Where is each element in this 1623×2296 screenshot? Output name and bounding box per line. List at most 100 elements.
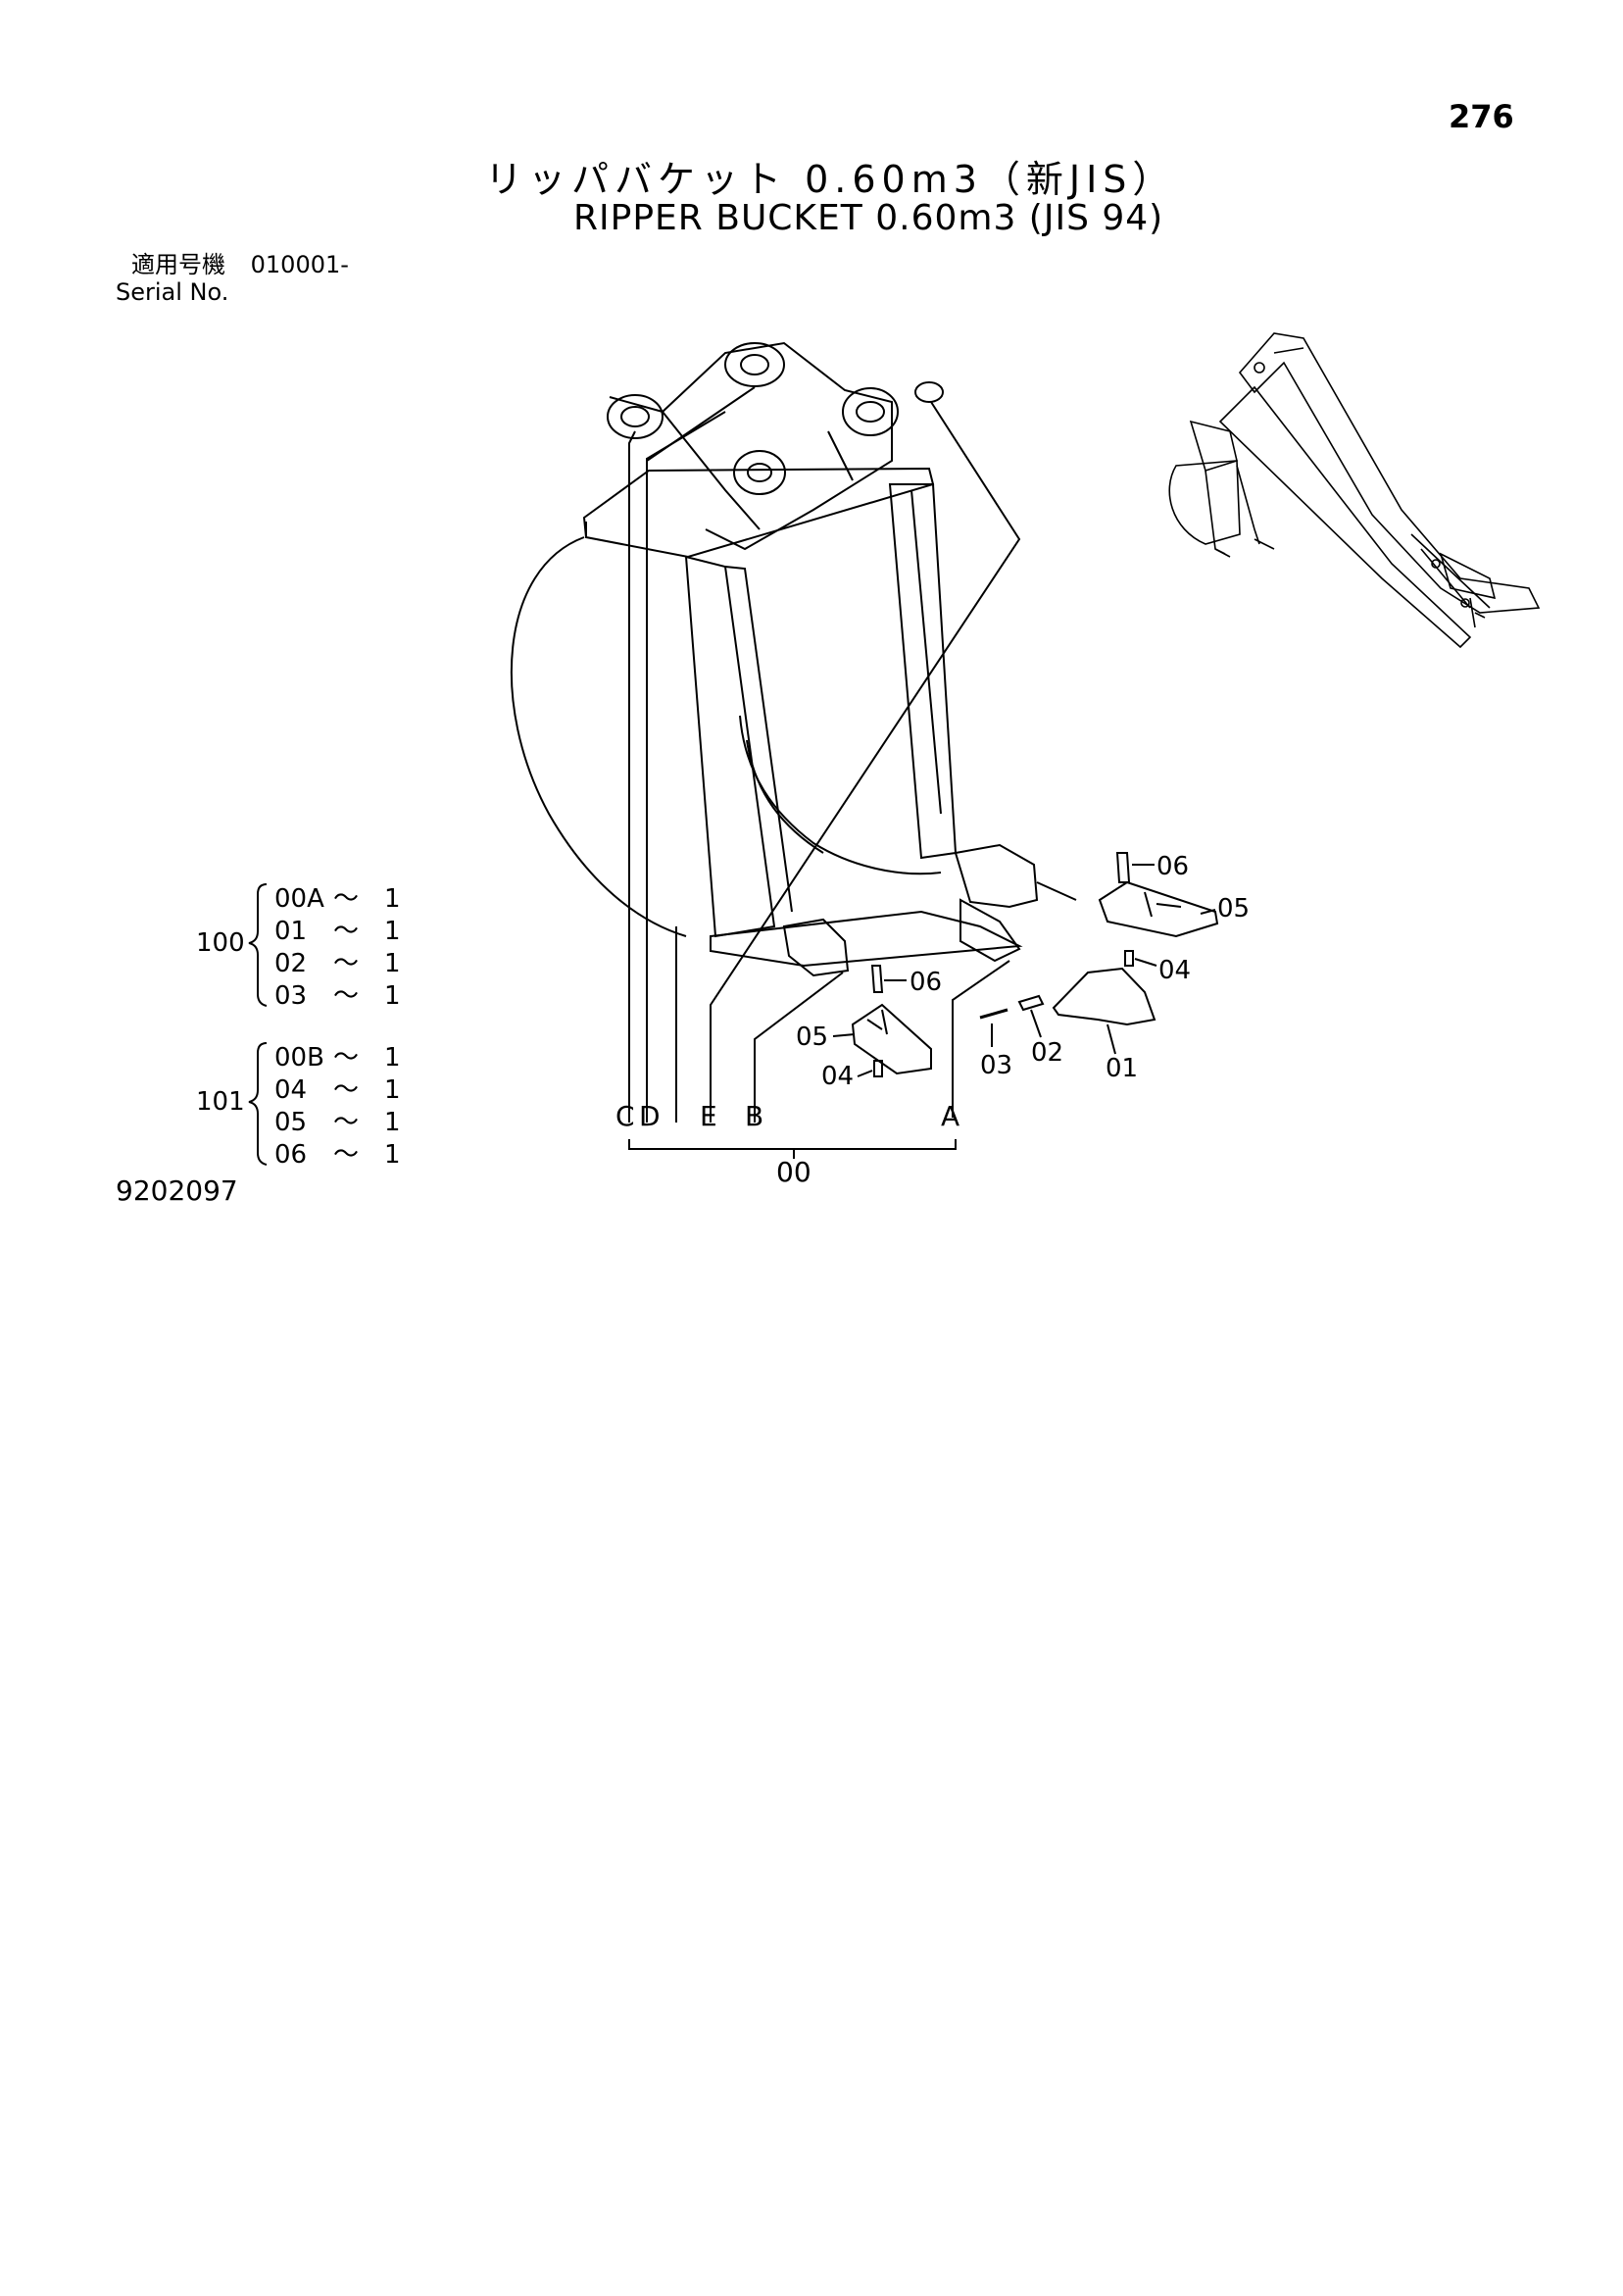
lug-boss-upper-left-inner <box>620 406 650 427</box>
lug-boss-top-inner <box>740 354 769 375</box>
label-05-right: 05 <box>1217 894 1250 923</box>
assembly-101-sym: 〜 <box>333 1075 359 1105</box>
ripper-bucket-drawing <box>510 341 1219 1159</box>
arm-pin-3 <box>1460 598 1470 608</box>
assembly-100-part: 03 <box>274 981 307 1011</box>
excavator-arm-thumbnail <box>1168 332 1541 649</box>
left-shank-side <box>724 566 793 913</box>
right-shank-side <box>910 489 942 815</box>
leader-d-2 <box>646 386 756 462</box>
lug-bracket-2 <box>827 430 854 481</box>
tooth-05-left <box>851 1003 932 1075</box>
arm-boom <box>1238 332 1541 614</box>
pin-06-right <box>1115 852 1131 883</box>
callout-a: A <box>941 1100 959 1132</box>
callout-b: B <box>745 1100 763 1132</box>
bottom-beam <box>710 910 1023 968</box>
bucket-inner-curve-2 <box>746 739 824 854</box>
leader-05-right <box>1200 909 1216 915</box>
pin-02 <box>1017 994 1045 1012</box>
assembly-100-sym: 〜 <box>333 884 359 914</box>
point-01 <box>1052 967 1156 1026</box>
bucket-shell-outline <box>510 536 687 937</box>
label-04-left: 04 <box>821 1062 854 1091</box>
lug-boss-middle <box>733 450 786 495</box>
right-shank <box>888 483 958 860</box>
left-tooth-adapter <box>782 918 850 977</box>
label-01: 01 <box>1106 1054 1138 1083</box>
assembly-101-part: 05 <box>274 1108 307 1137</box>
assembly-list-101: 101 00B 〜 1 04 〜 1 05 〜 1 06 〜 1 <box>196 1043 401 1170</box>
assembly-100-part: 02 <box>274 949 307 978</box>
arm-bucket <box>1168 460 1241 545</box>
leader-04-right <box>1134 958 1157 967</box>
leader-c <box>628 430 636 1123</box>
serial-row: 適用号機 010001- <box>116 251 349 278</box>
assembly-101-sym: 〜 <box>333 1043 359 1073</box>
label-06-left: 06 <box>910 968 942 997</box>
arm-boom-2 <box>1218 385 1472 649</box>
assembly-100-qty: 1 <box>384 981 401 1011</box>
leader-d <box>646 411 726 1123</box>
lug-boss-middle-inner <box>747 463 772 482</box>
assembly-101-part: 06 <box>274 1140 307 1170</box>
leader-02 <box>1030 1009 1042 1038</box>
right-tooth-front <box>959 898 1021 963</box>
leader-04-left <box>857 1070 873 1077</box>
assembly-100-sym: 〜 <box>333 917 359 946</box>
arm-pin-2 <box>1431 559 1441 569</box>
bucket-inner-curve <box>739 715 942 875</box>
lug-boss-right <box>842 387 899 436</box>
serial-label-japanese: 適用号機 <box>131 251 225 278</box>
tooth-05-right <box>1098 880 1219 938</box>
page-title-japanese: リッパバケット 0.60m3（新JIS） <box>485 158 1176 201</box>
serial-block: 適用号機 010001- Serial No. <box>116 251 349 306</box>
callout-d: D <box>639 1100 661 1132</box>
assembly-100-part: 01 <box>274 917 307 946</box>
assembly-101-sym: 〜 <box>333 1108 359 1137</box>
leader-a <box>952 960 1010 1118</box>
arm-cylinder-detail <box>1439 552 1497 600</box>
lug-plate <box>609 341 893 551</box>
assembly-101-sym: 〜 <box>333 1140 359 1170</box>
assembly-100-part: 00A <box>274 884 324 914</box>
serial-value: 010001- <box>250 251 349 278</box>
assembly-100-qty: 1 <box>384 917 401 946</box>
left-shank <box>685 556 776 938</box>
assembly-101-part: 04 <box>274 1075 307 1105</box>
document-number: 9202097 <box>116 1174 238 1207</box>
arm-ripper-shank <box>1205 465 1260 555</box>
label-05-left: 05 <box>796 1023 828 1052</box>
assembly-101-qty: 1 <box>384 1140 401 1170</box>
assembly-100-brace <box>248 883 268 1007</box>
callout-e: E <box>700 1100 717 1132</box>
arm-ripper-tips <box>1214 538 1275 558</box>
lug-boss-top <box>724 342 785 387</box>
leader-05-left <box>832 1033 856 1037</box>
tooth-05-left-slot <box>866 1009 888 1035</box>
label-03: 03 <box>980 1051 1012 1080</box>
assembly-101-part: 00B <box>274 1043 324 1073</box>
callout-base-00: 00 <box>776 1156 812 1188</box>
right-tooth-adapter <box>954 843 1039 909</box>
label-02: 02 <box>1031 1038 1063 1068</box>
lug-boss-right-inner <box>856 401 885 423</box>
assembly-list-100: 100 00A 〜 1 01 〜 1 02 〜 1 03 〜 1 <box>196 884 401 1011</box>
assembly-100-sym: 〜 <box>333 981 359 1011</box>
leader-e <box>710 401 1021 1123</box>
callout-bracket-00 <box>628 1139 957 1159</box>
callout-c: C <box>615 1100 635 1132</box>
assembly-101-qty: 1 <box>384 1075 401 1105</box>
lug-boss-upper-left <box>607 394 664 439</box>
serial-label-english: Serial No. <box>116 278 229 306</box>
pin-04-right <box>1124 950 1134 967</box>
assembly-id-101: 101 <box>196 1087 245 1117</box>
pin-06-left <box>870 965 884 993</box>
leader-right-tooth <box>1036 881 1077 901</box>
arm-cylinder <box>1273 347 1491 609</box>
arm-pin <box>1254 362 1265 374</box>
leader-b <box>754 972 844 1123</box>
assembly-100-sym: 〜 <box>333 949 359 978</box>
page-title-english: RIPPER BUCKET 0.60m3 (JIS 94) <box>573 198 1164 238</box>
pin-03 <box>979 1008 1008 1020</box>
